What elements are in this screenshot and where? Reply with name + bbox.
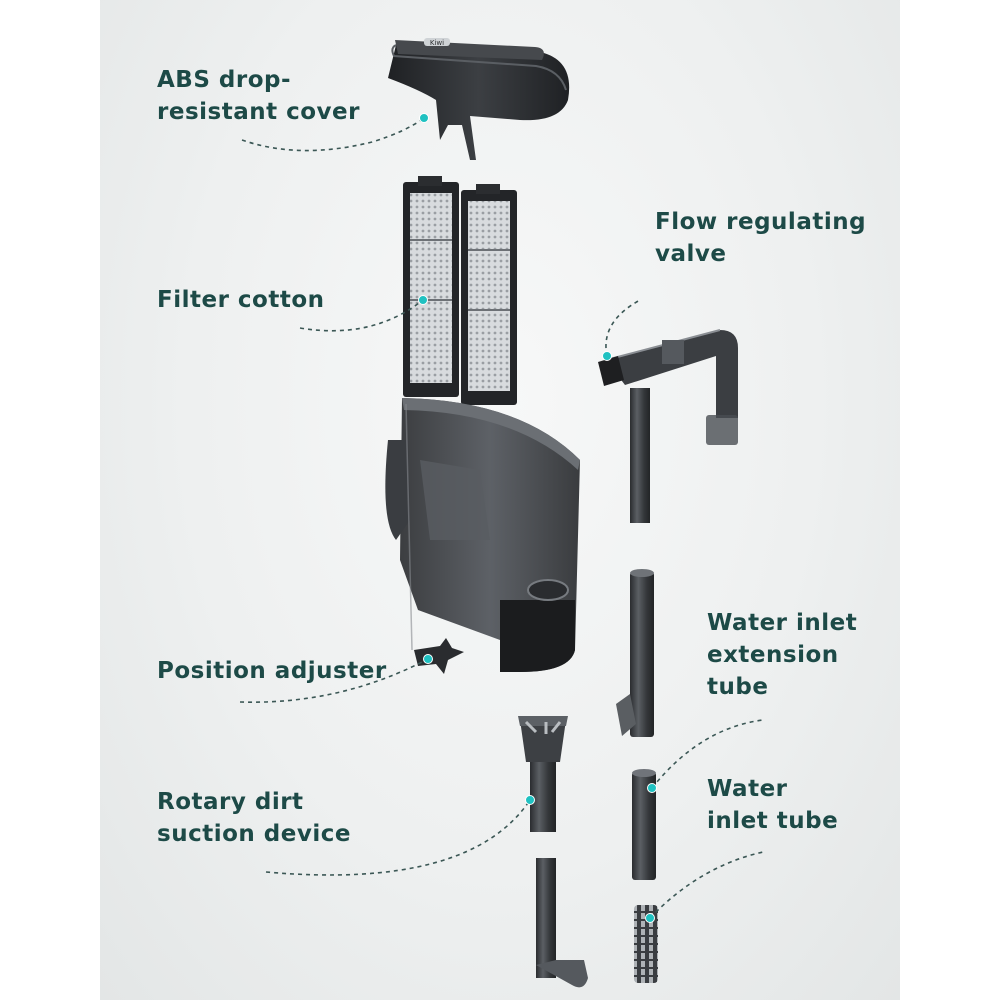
inlet-tube-part bbox=[632, 769, 658, 983]
leader-flow-valve bbox=[606, 300, 640, 356]
label-extension-tube: Water inlet extension tube bbox=[707, 607, 857, 703]
cover-logo: Kiwi bbox=[430, 39, 444, 47]
filter-cotton-part bbox=[403, 176, 517, 405]
flow-valve-part bbox=[598, 330, 738, 523]
label-inlet-tube: Water inlet tube bbox=[707, 773, 838, 837]
dot-position-adjuster bbox=[424, 655, 433, 664]
filter-box-part bbox=[385, 398, 580, 672]
cover-part: Kiwi bbox=[388, 38, 569, 160]
label-filter-cotton: Filter cotton bbox=[157, 284, 325, 316]
label-cover: ABS drop- resistant cover bbox=[157, 64, 360, 128]
dot-filter-cotton bbox=[419, 296, 428, 305]
extension-tube-part bbox=[616, 569, 654, 737]
label-rotary-dirt: Rotary dirt suction device bbox=[157, 786, 351, 850]
leader-inlet-tube bbox=[650, 852, 763, 918]
position-adjuster-part bbox=[414, 638, 464, 674]
dot-extension-tube bbox=[648, 784, 657, 793]
label-flow-valve: Flow regulating valve bbox=[655, 206, 866, 270]
dot-flow-valve bbox=[603, 352, 612, 361]
dot-cover bbox=[420, 114, 429, 123]
dot-rotary-dirt bbox=[526, 796, 535, 805]
dot-inlet-tube bbox=[646, 914, 655, 923]
rotary-dirt-part bbox=[518, 716, 588, 987]
label-position-adjuster: Position adjuster bbox=[157, 655, 387, 687]
